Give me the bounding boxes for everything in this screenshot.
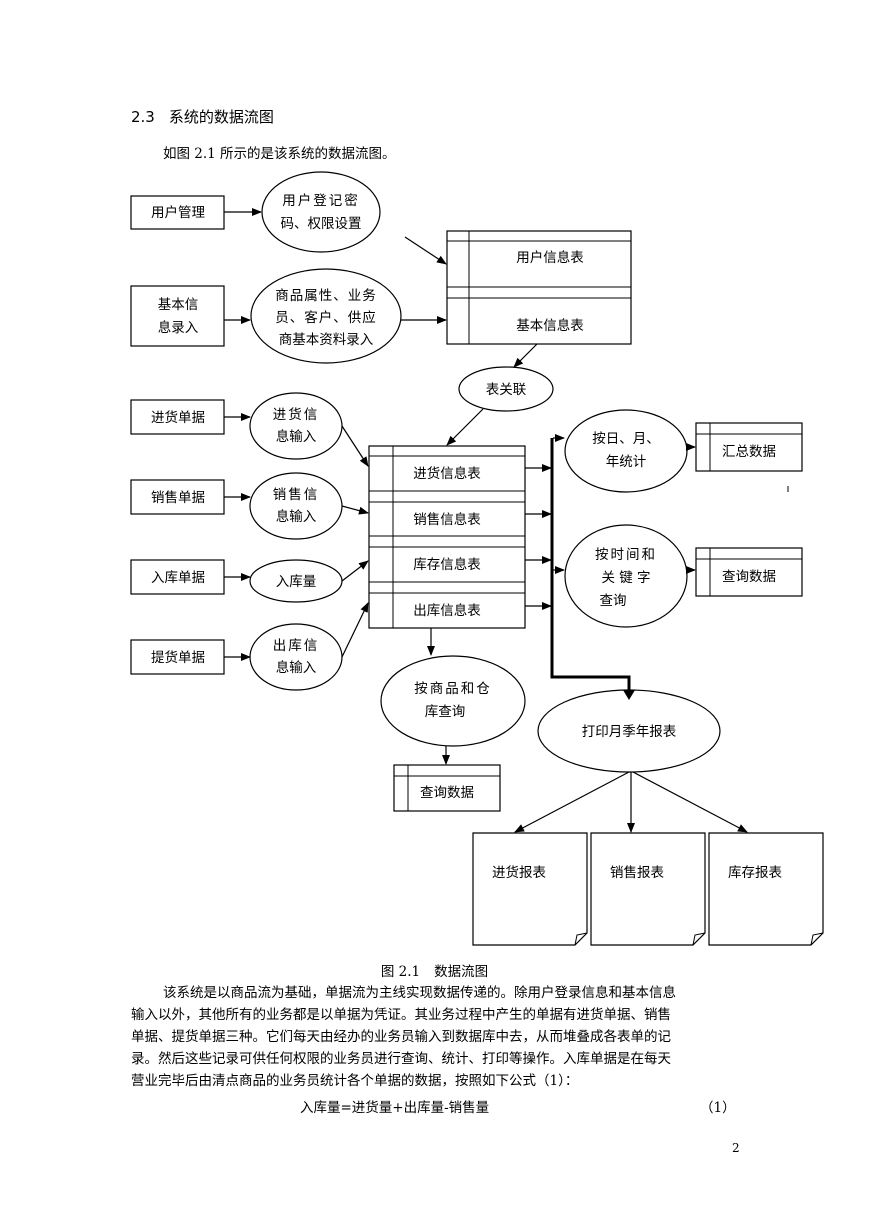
process-sales-info-input bbox=[249, 472, 343, 540]
report-stock-doc bbox=[708, 832, 824, 946]
process-by-goods-label-1: 按商品和仓 bbox=[414, 681, 492, 697]
source-user-management-label: 用户管理 bbox=[151, 204, 205, 221]
report-sales-doc bbox=[590, 832, 706, 946]
figure-caption: 图 2.1 数据流图 bbox=[0, 960, 869, 980]
paragraph-line: 单据、提货单据三种。它们每天由经办的业务员输入到数据库中去，从而堆叠成各表单的记 bbox=[131, 1029, 671, 1045]
report-purchase-label: 进货报表 bbox=[492, 864, 546, 881]
source-pickup-doc-label: 提货单据 bbox=[151, 649, 205, 666]
store-sales-table-label: 销售信息表 bbox=[413, 511, 481, 528]
body-paragraph: 该系统是以商品流为基础，单据流为主线实现数据传递的。除用户登录信息和基本信息 输… bbox=[131, 982, 743, 1092]
source-pickup-document bbox=[130, 639, 225, 675]
store-stock-table-label: 库存信息表 bbox=[413, 556, 481, 573]
source-basic-info-label-2: 息录入 bbox=[158, 319, 199, 336]
store-outbound-table-label: 出库信息表 bbox=[413, 602, 481, 619]
source-sales-document bbox=[130, 479, 225, 515]
process-query-by-goods bbox=[380, 655, 526, 747]
store-query-data-1 bbox=[695, 547, 803, 597]
store-query-1-label: 查询数据 bbox=[722, 569, 776, 585]
process-attr-label-3: 商基本资料录入 bbox=[279, 331, 374, 348]
process-sale-in-label-2: 息输入 bbox=[276, 508, 317, 525]
page-number: 2 bbox=[732, 1141, 740, 1155]
intro-sentence: 如图 2.1 所示的是该系统的数据流图。 bbox=[163, 146, 396, 162]
data-flow-diagram: 用户管理 基本信 息录入 进货单据 销售单据 入库单据 提货单据 用户登记密 码… bbox=[130, 171, 824, 946]
process-attr-label-2: 员、客户、供应 bbox=[275, 309, 377, 326]
source-sales-doc-label: 销售单据 bbox=[151, 490, 205, 506]
process-pur-in-label-2: 息输入 bbox=[276, 428, 317, 445]
process-by-date-label-2: 年统计 bbox=[606, 454, 647, 470]
source-stockin-doc-label: 入库单据 bbox=[151, 570, 205, 586]
process-stockin-qty-label: 入库量 bbox=[276, 574, 317, 590]
section-heading: 2.3 系统的数据流图 bbox=[131, 106, 274, 127]
store-transaction-tables bbox=[368, 445, 526, 629]
process-query-by-key bbox=[564, 524, 688, 628]
process-table-association bbox=[458, 366, 554, 412]
report-purchase-doc bbox=[472, 832, 588, 946]
source-basic-info-label-1: 基本信 bbox=[158, 296, 199, 313]
process-purchase-info-input bbox=[249, 392, 343, 460]
process-outbound-info-input bbox=[249, 623, 343, 691]
store-basic-table-label: 基本信息表 bbox=[516, 317, 584, 334]
process-by-key-label-3: 查询 bbox=[600, 593, 627, 609]
source-purchase-document bbox=[130, 399, 225, 435]
figure-title: 数据流图 bbox=[434, 964, 489, 980]
process-pur-in-label-1: 进货信 bbox=[273, 406, 320, 423]
store-user-table-label: 用户信息表 bbox=[516, 249, 584, 266]
section-number: 2.3 bbox=[131, 108, 155, 126]
paragraph-line: 营业完毕后由清点商品的业务员统计各个单据的数据，按照如下公式（1）： bbox=[131, 1073, 579, 1089]
formula-number: （1） bbox=[700, 1100, 736, 1116]
store-query-2-label: 查询数据 bbox=[420, 785, 474, 801]
store-summary-data bbox=[695, 422, 803, 472]
process-sale-in-label-1: 销售信 bbox=[273, 487, 320, 503]
process-by-goods-label-2: 库查询 bbox=[425, 704, 466, 720]
figure-number: 图 2.1 bbox=[380, 964, 421, 980]
process-assoc-label: 表关联 bbox=[486, 382, 527, 398]
paragraph-line: 该系统是以商品流为基础，单据流为主线实现数据传递的。除用户登录信息和基本信息 bbox=[163, 985, 676, 1001]
process-login-label-1: 用户登记密 bbox=[282, 192, 360, 209]
process-by-key-label-2: 关 键 字 bbox=[601, 570, 650, 586]
formula: 入库量=进货量+出库量-销售量 bbox=[300, 1100, 490, 1116]
process-out-in-label-1: 出库信 bbox=[273, 638, 320, 654]
process-basic-attributes-entry bbox=[250, 268, 402, 364]
paragraph-line: 输入以外，其他所有的业务都是以单据为凭证。其业务过程中产生的单据有进货单据、销售 bbox=[131, 1007, 671, 1023]
paragraph-line: 录。然后这些记录可供任何权限的业务员进行查询、统计、打印等操作。入库单据是在每天 bbox=[131, 1051, 671, 1067]
process-user-login-setup bbox=[261, 171, 381, 253]
process-stats-by-date bbox=[564, 409, 688, 493]
process-by-key-label-1: 按时间和 bbox=[595, 547, 657, 563]
process-out-in-label-2: 息输入 bbox=[276, 659, 317, 676]
report-sales-label: 销售报表 bbox=[610, 865, 664, 881]
source-basic-info-entry bbox=[130, 285, 225, 347]
process-print-label: 打印月季年报表 bbox=[582, 723, 677, 740]
process-login-label-2: 码、权限设置 bbox=[281, 215, 362, 232]
source-user-management bbox=[130, 195, 225, 230]
store-summary-label: 汇总数据 bbox=[722, 444, 776, 460]
report-stock-label: 库存报表 bbox=[728, 865, 782, 881]
section-title: 系统的数据流图 bbox=[168, 108, 274, 126]
process-by-date-label-1: 按日、月、 bbox=[592, 431, 660, 447]
store-query-data-2 bbox=[393, 764, 501, 812]
process-attr-label-1: 商品属性、业务 bbox=[275, 288, 377, 304]
source-purchase-doc-label: 进货单据 bbox=[151, 409, 205, 426]
store-purchase-table-label: 进货信息表 bbox=[413, 465, 481, 482]
